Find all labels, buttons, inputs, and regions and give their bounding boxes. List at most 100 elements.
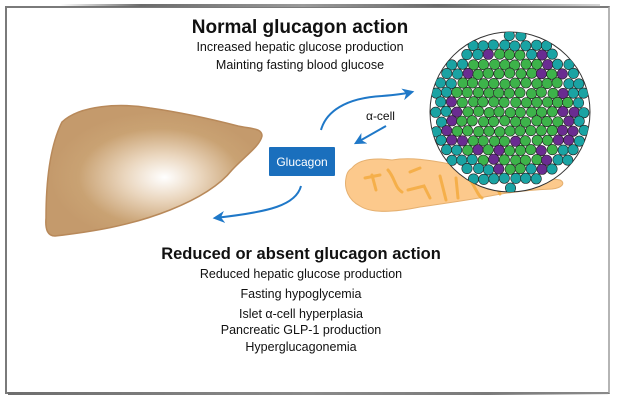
islet-cell — [567, 67, 579, 79]
glucagon-label-box: Glucagon — [269, 147, 335, 176]
islet-cell — [567, 87, 579, 99]
islet-cell — [446, 115, 458, 127]
arrow-to-liver — [212, 185, 302, 223]
islet-cell — [563, 78, 575, 90]
islet-cell — [546, 125, 558, 137]
islet-cell — [473, 126, 485, 138]
normal-action-line: Mainting fasting blood glucose — [215, 58, 385, 72]
islet-cell — [541, 134, 553, 146]
islet-cell — [504, 67, 516, 79]
islet-cell — [552, 134, 564, 146]
islet-cell — [514, 87, 526, 99]
islet-cell — [525, 125, 537, 137]
islet-cell — [499, 115, 511, 127]
islet-cell — [461, 87, 473, 99]
islet-cell — [466, 115, 478, 127]
islet-cell — [552, 154, 564, 166]
islet-cell — [504, 145, 516, 157]
islet-cell — [462, 125, 474, 137]
normal-action-line: Increased hepatic glucose production — [196, 40, 404, 54]
islet-cell — [514, 49, 526, 61]
islet-cell — [556, 68, 568, 80]
islet-cell — [430, 106, 442, 118]
islet-cell — [441, 125, 453, 137]
islet-cell — [483, 125, 495, 137]
islet-cell — [551, 58, 563, 70]
islet-cell — [477, 135, 489, 147]
islet-cell — [573, 78, 585, 90]
islet-cell — [457, 77, 469, 89]
islet-cell — [477, 59, 489, 71]
islet-cell — [546, 106, 558, 118]
islet-cell — [472, 87, 484, 99]
islet-cell — [451, 106, 463, 118]
islet-cell — [519, 154, 531, 166]
islet-cell — [535, 86, 547, 98]
islet-cell — [435, 134, 447, 146]
islet-cell — [451, 86, 463, 98]
islet-cell — [493, 163, 505, 175]
islet-cell — [488, 78, 500, 90]
islet-cell — [462, 144, 474, 156]
islet-cell — [515, 32, 527, 42]
islet-cell — [488, 173, 500, 185]
islet-cell — [503, 32, 515, 41]
islet-cell — [503, 87, 515, 99]
alpha-cell-label: α-cell — [366, 109, 395, 123]
islet-cell — [504, 125, 516, 137]
reduced-action-line: Fasting hypoglycemia — [240, 287, 362, 301]
islet-cell — [510, 96, 522, 108]
islet-cell — [546, 163, 558, 175]
islet-cell — [482, 48, 494, 60]
islet-cell — [552, 96, 564, 108]
islet-cell — [551, 77, 563, 89]
islet-cell — [446, 134, 458, 146]
islet-cell — [494, 126, 506, 138]
reduced-action-title: Reduced or absent glucagon action — [161, 245, 441, 263]
islet-cell — [473, 163, 485, 175]
islet-cell — [556, 124, 568, 136]
islet-cell — [493, 144, 505, 156]
islet-cell — [520, 172, 532, 184]
islet-cell — [456, 115, 468, 127]
frame-bottom-edge — [8, 392, 608, 395]
pancreas-icon — [345, 158, 564, 212]
islet-cell — [456, 97, 468, 109]
islet-cell — [467, 77, 479, 89]
islet-cell — [446, 59, 458, 71]
islet-cell — [525, 163, 537, 175]
islet-cell — [510, 172, 522, 184]
islet-cell — [509, 40, 521, 52]
islet-cell — [520, 40, 532, 52]
islet-cell — [568, 106, 580, 118]
islet-cell — [578, 107, 590, 119]
islet-cell — [509, 77, 521, 89]
islet-cell — [488, 135, 500, 147]
islet-cell — [530, 173, 542, 185]
islet-cell — [510, 135, 522, 147]
islet-cell — [473, 105, 485, 117]
islet-cell — [487, 39, 499, 51]
islet-cell — [482, 67, 494, 79]
islet-cell — [535, 125, 547, 137]
islet-cell — [493, 106, 505, 118]
islet-cell — [504, 163, 516, 175]
islet-cell — [466, 154, 478, 166]
islet-cell — [440, 105, 452, 117]
islet-cell — [578, 124, 590, 136]
islet-cell — [541, 78, 553, 90]
islet-cell — [457, 58, 469, 70]
islet-cell — [546, 48, 558, 60]
islet-cell — [493, 68, 505, 80]
islet-cell — [441, 68, 453, 80]
islet-cell — [573, 115, 585, 127]
islet-cell — [510, 116, 522, 128]
islet-cell — [488, 96, 500, 108]
islet-cell — [488, 153, 500, 165]
islet-cell — [563, 115, 575, 127]
islet-cell — [520, 116, 532, 128]
islet-cell — [504, 182, 516, 192]
islet-cell — [546, 144, 558, 156]
islet-cell — [468, 96, 480, 108]
